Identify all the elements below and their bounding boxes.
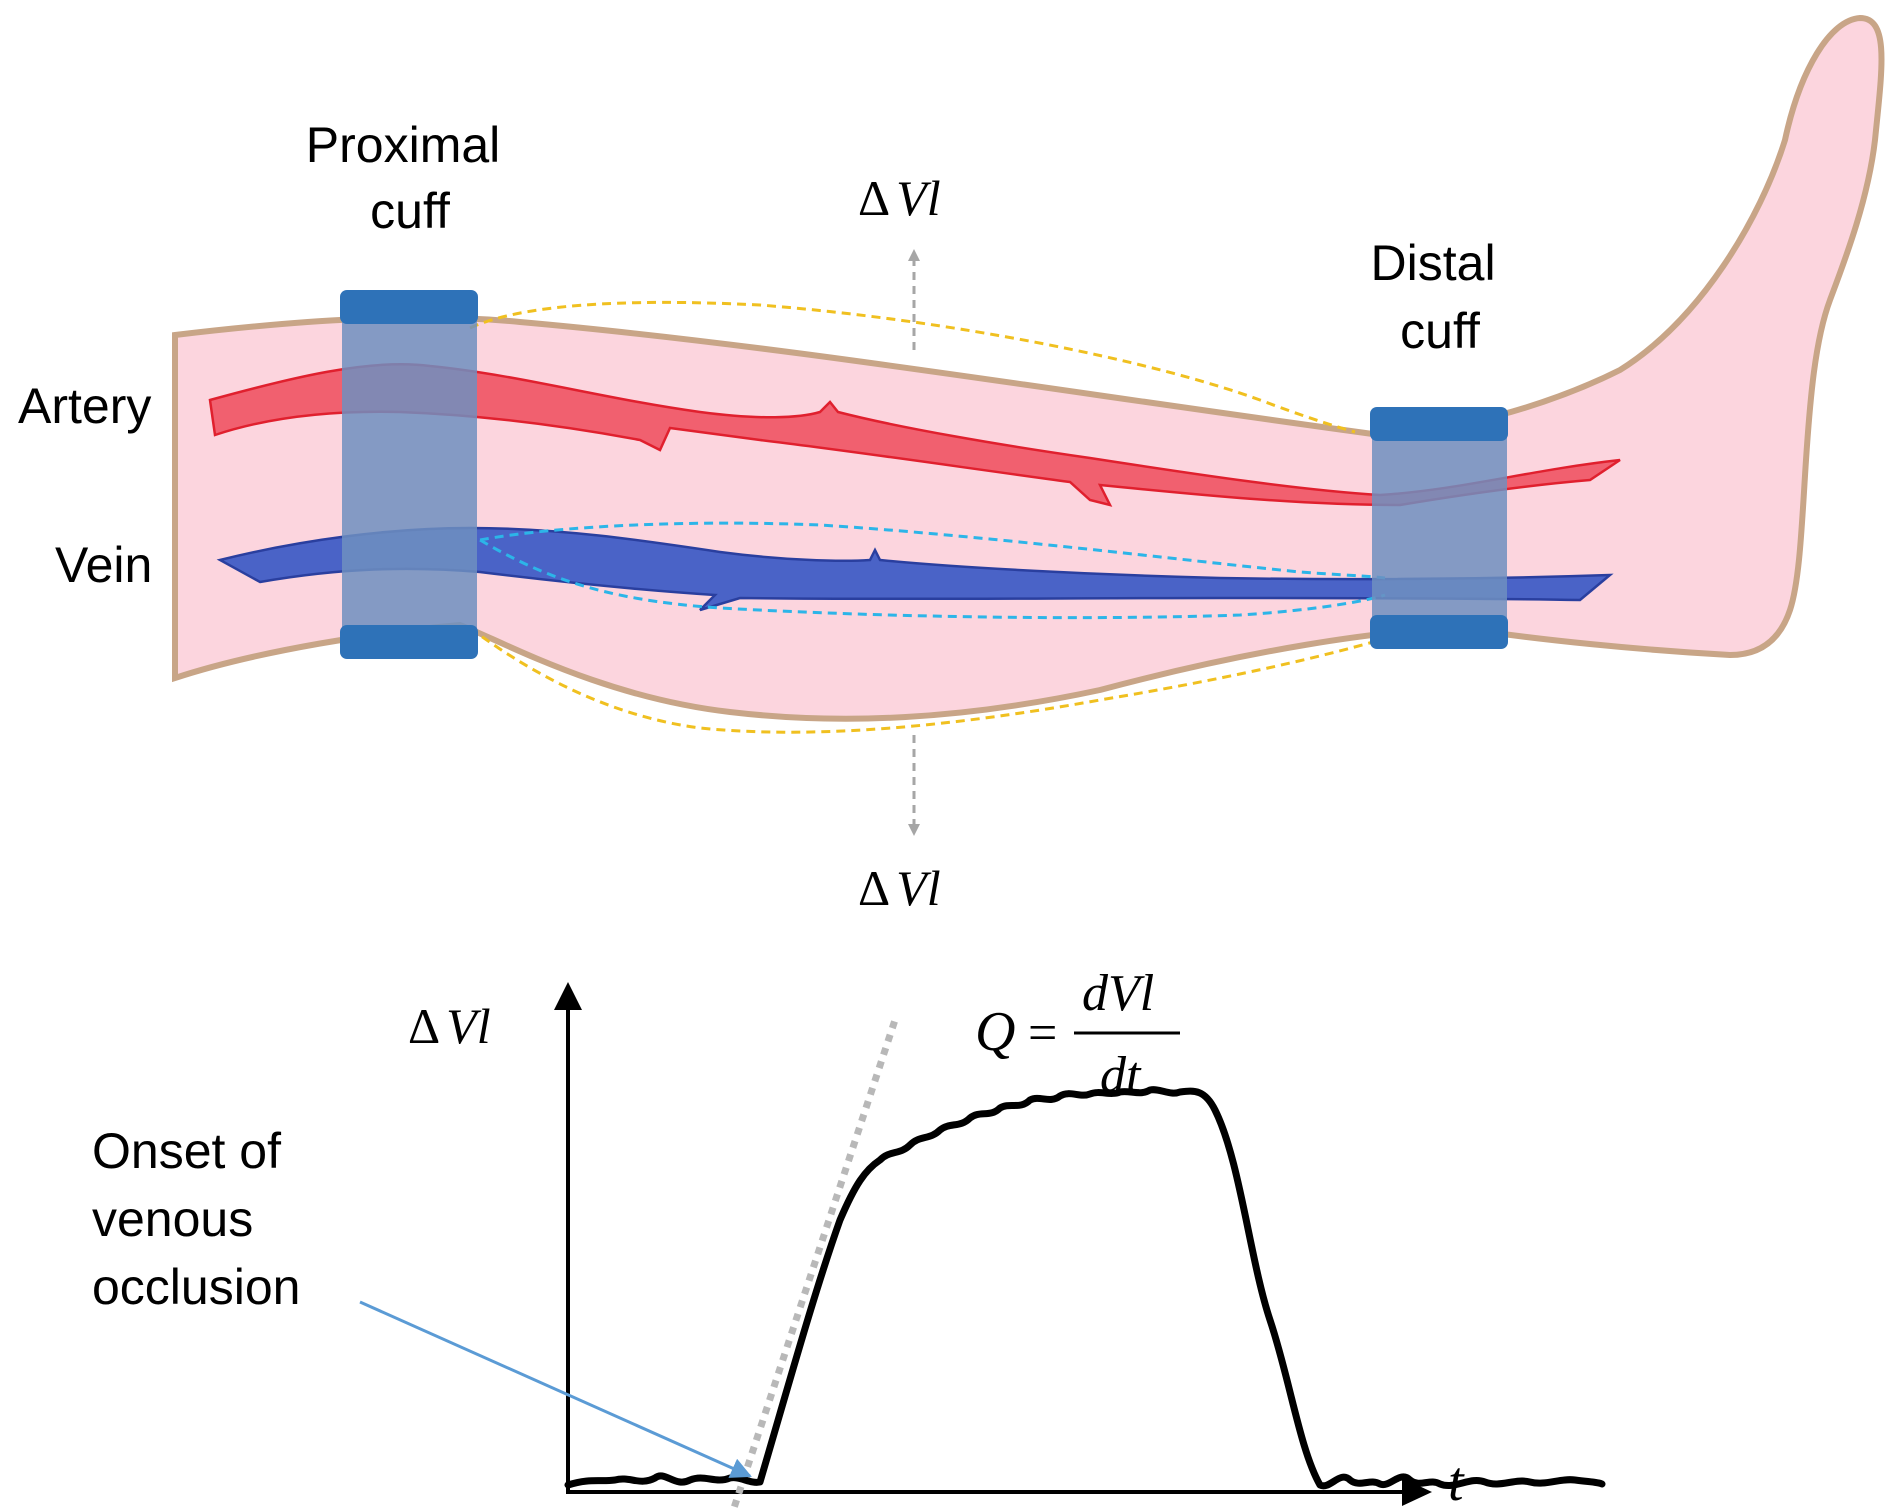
volume-curve [564, 1086, 1606, 1490]
y-axis-arrowhead [554, 982, 582, 1010]
artery-label: Artery [18, 378, 151, 434]
formula-denominator: dt [1100, 1047, 1142, 1104]
graph-x-label: t [1448, 1451, 1465, 1512]
onset-label: Onset of venous occlusion [92, 1123, 300, 1315]
proximal-cuff [340, 290, 478, 659]
vein-expansion-outline [479, 521, 1386, 620]
expansion-outline-bottom [469, 626, 1381, 734]
formula-equals: = [1028, 1005, 1057, 1062]
proximal-cuff-label: Proximal cuff [306, 117, 514, 239]
onset-arrow [359, 1300, 752, 1478]
vein-label: Vein [55, 537, 152, 593]
formula-numerator: dVl [1082, 965, 1154, 1022]
distal-cuff [1370, 407, 1508, 649]
expansion-outline-top [469, 300, 1356, 434]
tangent-line [728, 1018, 899, 1512]
artery [208, 363, 1621, 507]
occlusion-graph [359, 982, 1606, 1512]
distal-cuff-label: Distal cuff [1371, 235, 1510, 359]
formula-lhs: Q [975, 1001, 1015, 1063]
x-axis-arrowhead [1402, 1478, 1432, 1506]
flow-formula: Q = dVl dt [975, 965, 1180, 1104]
